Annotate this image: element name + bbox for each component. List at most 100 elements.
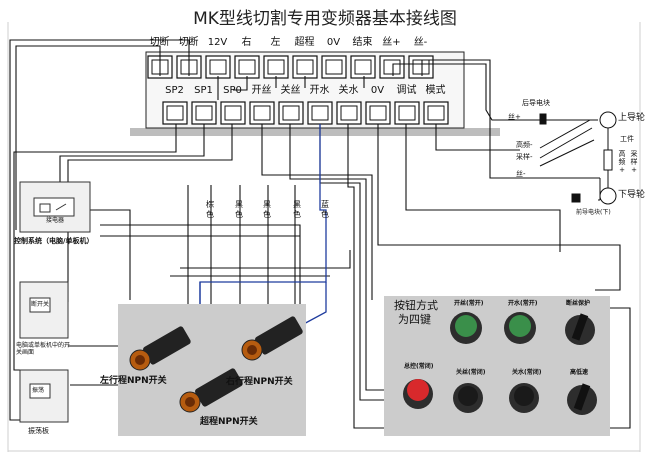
overtravel-npn-sensor (179, 368, 243, 413)
open-wire-label: 开丝(常开) (454, 300, 484, 307)
shaker-board-label: 振荡板 (28, 427, 49, 435)
switch-icon (29, 297, 51, 313)
front-block-label: 前导电块(下) (576, 209, 611, 216)
bottom-terminal-2 (220, 101, 246, 125)
high-low-selector (567, 383, 597, 415)
top-terminal-6-screw (325, 59, 343, 75)
bottom-terminal-label-2: SP0 (223, 85, 242, 96)
overtravel-sensor-label: 超程NPN开关 (200, 417, 258, 427)
bottom-terminal-2-screw (224, 105, 242, 121)
bottom-terminal-label-3: 开丝 (251, 85, 272, 96)
master-label: 总控(常闭) (404, 363, 434, 370)
relay-coil-icon (39, 203, 51, 213)
bottom-terminal-label-0: SP2 (165, 85, 184, 96)
top-terminal-4-screw (267, 59, 285, 75)
top-terminal-2-screw (209, 59, 227, 75)
open-water-label: 开水(常开) (508, 300, 538, 307)
bottom-terminal-0-screw (166, 105, 184, 121)
left-npn-sensor (129, 326, 191, 371)
bottom-terminal-8 (394, 101, 420, 125)
bottom-terminal-8-screw (398, 105, 416, 121)
top-terminal-8 (379, 55, 405, 79)
bottom-terminal-label-5: 开水 (309, 85, 330, 96)
top-terminal-row (147, 55, 434, 79)
bottom-terminal-0 (162, 101, 188, 125)
break-protect-label: 断丝保护 (566, 300, 591, 307)
bottom-terminal-label-6: 关水 (338, 85, 359, 96)
wire-color-blue: 蓝色 (321, 200, 329, 219)
bottom-terminal-label-1: SP1 (194, 85, 213, 96)
top-terminal-9 (408, 55, 434, 79)
high-low-label: 高低速 (570, 369, 589, 376)
wire-color-black-1: 黑色 (235, 200, 243, 219)
wire-color-brown: 棕色 (206, 200, 214, 219)
high-freq-label: 高频- (516, 141, 533, 149)
upper-wheel-label: 上导轮 (618, 113, 646, 123)
wire-minus-label: 丝- (516, 170, 526, 178)
wire-color-black-2: 黑色 (263, 200, 271, 219)
rear-block-label: 后导电块 (522, 99, 550, 107)
sample-label: 采样- (516, 153, 533, 161)
top-terminal-9-screw (412, 59, 430, 75)
close-wire-button (453, 383, 483, 413)
panel-title-1: 按钮方式 (394, 299, 438, 312)
shaker-icon (29, 383, 51, 399)
sensor-panel (118, 304, 306, 436)
lower-wheel-label: 下导轮 (618, 190, 646, 200)
bottom-terminal-label-4: 关丝 (280, 85, 301, 96)
terminal-block-bar (130, 128, 500, 136)
control-system-label: 控制系统（电脑/单板机） (14, 237, 94, 245)
bottom-terminal-4 (278, 101, 304, 125)
right-npn-sensor (241, 316, 303, 361)
top-terminal-label-0: 切断 (149, 37, 170, 48)
bottom-terminal-3-screw (253, 105, 271, 121)
bottom-terminal-7-screw (369, 105, 387, 121)
wire-color-black-3: 黑色 (293, 200, 301, 219)
wire-plus-label: 丝+ (508, 113, 521, 121)
top-terminal-7 (350, 55, 376, 79)
sample-plus-label: 采样+ (630, 150, 638, 174)
top-terminal-label-9: 丝- (413, 37, 428, 48)
bottom-terminal-9-screw (427, 105, 445, 121)
bottom-terminal-row (162, 101, 449, 125)
bottom-terminal-6 (336, 101, 362, 125)
relay-label: 接电器 (46, 217, 65, 224)
top-terminal-8-screw (383, 59, 401, 75)
top-terminal-label-2: 12V (207, 37, 228, 48)
break-protect-selector (565, 313, 595, 345)
top-terminal-label-1: 切断 (178, 37, 199, 48)
top-terminal-label-8: 丝+ (382, 37, 401, 48)
top-terminal-5-screw (296, 59, 314, 75)
bottom-terminal-6-screw (340, 105, 358, 121)
pc-switch-caption: 电脑或单板机中的开关画面 (16, 342, 71, 356)
top-terminal-label-3: 右 (241, 37, 252, 48)
close-water-label: 关水(常闭) (512, 369, 542, 376)
bottom-terminal-1-screw (195, 105, 213, 121)
panel-title-2: 为四键 (398, 313, 431, 326)
bottom-terminal-label-7: 0V (370, 85, 385, 96)
guide-wheel-diagram (520, 111, 617, 205)
top-terminal-label-7: 结束 (352, 37, 373, 48)
switch-label: 断开关 (31, 301, 50, 308)
left-sensor-label: 左行程NPN开关 (100, 376, 167, 386)
bottom-terminal-5-screw (311, 105, 329, 121)
bottom-terminal-label-8: 调试 (396, 85, 417, 96)
bottom-terminal-label-9: 模式 (425, 85, 446, 96)
page-title: MK型线切割专用变频器基本接线图 (193, 9, 457, 29)
top-terminal-7-screw (354, 59, 372, 75)
open-wire-button (450, 312, 482, 344)
top-terminal-6 (321, 55, 347, 79)
top-terminal-3-screw (238, 59, 256, 75)
open-water-button (504, 312, 536, 344)
workpiece-label: 工件 (620, 135, 634, 143)
top-terminal-label-5: 超程 (294, 37, 315, 48)
close-water-button (509, 383, 539, 413)
close-wire-label: 关丝(常闭) (456, 369, 486, 376)
shaker-label: 振荡 (32, 387, 45, 394)
hf-plus-label: 高频+ (618, 150, 626, 174)
top-terminal-label-4: 左 (270, 37, 281, 48)
master-button (403, 379, 433, 409)
top-terminal-label-6: 0V (326, 37, 341, 48)
bottom-terminal-4-screw (282, 105, 300, 121)
